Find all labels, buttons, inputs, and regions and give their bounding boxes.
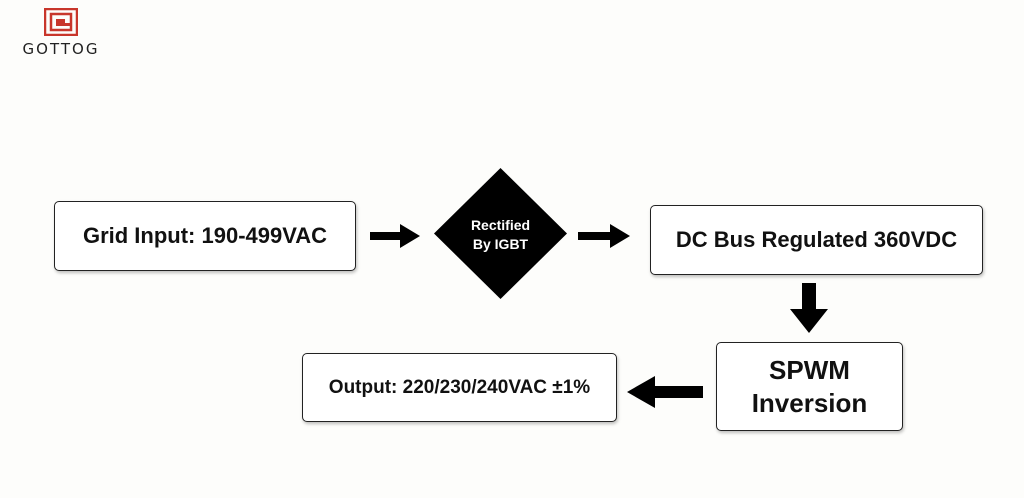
- dc-bus-box: DC Bus Regulated 360VDC: [650, 205, 983, 275]
- rectifier-label-line2: By IGBT: [472, 236, 529, 252]
- arrow-right-icon: [370, 224, 420, 248]
- logo-text: GOTTOG: [22, 40, 100, 58]
- spwm-label-line1: SPWM: [769, 354, 850, 385]
- arrow-left-icon: [627, 376, 703, 408]
- spwm-label-line2: Inversion: [751, 387, 868, 418]
- grid-input-label: Grid Input: 190-499VAC: [82, 223, 328, 248]
- grid-input-box: Grid Input: 190-499VAC: [54, 201, 356, 271]
- brand-logo: GOTTOG: [6, 8, 116, 60]
- diamond-shape: [434, 168, 567, 299]
- gottog-logo-mark-icon: [44, 8, 78, 36]
- rectifier-label: Rectified By IGBT: [434, 216, 567, 254]
- arrow-down-icon: [790, 283, 828, 333]
- rectifier-label-line1: Rectified: [470, 217, 531, 233]
- output-box: Output: 220/230/240VAC ±1%: [302, 353, 617, 422]
- arrow-right-icon: [578, 224, 630, 248]
- dc-bus-label: DC Bus Regulated 360VDC: [675, 227, 958, 252]
- spwm-inversion-box: SPWM Inversion: [716, 342, 903, 431]
- rectifier-diamond: Rectified By IGBT: [434, 168, 567, 299]
- output-label: Output: 220/230/240VAC ±1%: [328, 376, 591, 398]
